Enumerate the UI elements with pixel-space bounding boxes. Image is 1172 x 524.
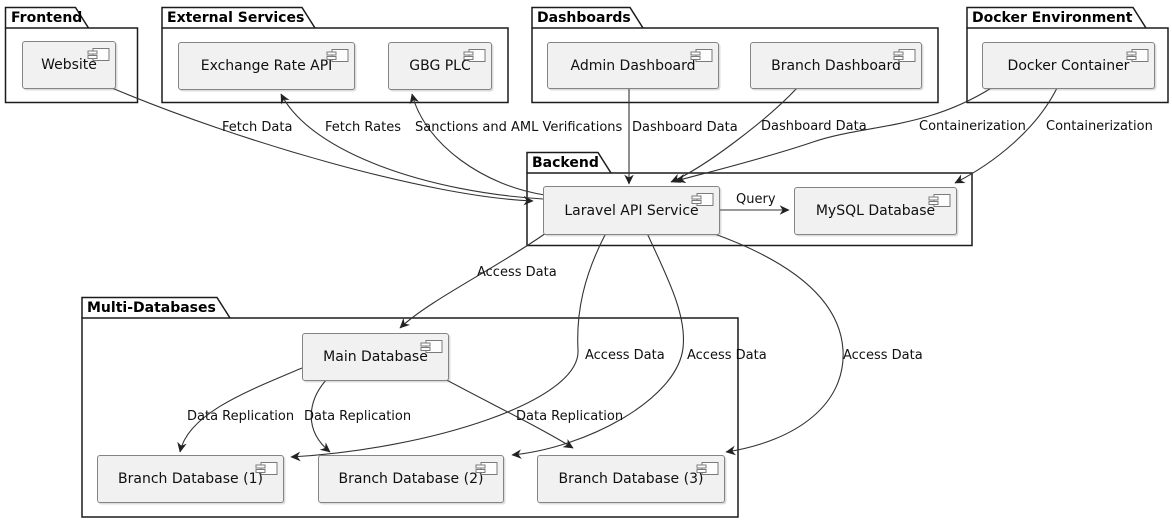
package-title-docker-environment: Docker Environment (972, 10, 1133, 26)
edge-label-data-replication-2: Data Replication (304, 409, 412, 424)
edge-docker-mysql (954, 87, 1058, 184)
edge-laravel-main-database (399, 232, 547, 329)
component-gbg-plc: GBG PLC (388, 42, 492, 90)
component-icon (691, 193, 714, 206)
component-branch-dashboard: Branch Dashboard (750, 42, 922, 89)
component-label: Branch Database (3) (558, 471, 704, 487)
package-title-backend: Backend (532, 155, 599, 171)
edge-laravel-gbg-plc (409, 93, 546, 196)
edge-label-access-data-2: Access Data (687, 348, 767, 363)
component-mysql-database: MySQL Database (794, 187, 957, 235)
component-label: Branch Database (2) (338, 471, 484, 487)
component-branch-database-3: Branch Database (3) (537, 455, 725, 503)
component-branch-database-1: Branch Database (1) (97, 455, 284, 503)
component-label: MySQL Database (815, 203, 936, 219)
component-icon (893, 49, 916, 62)
component-exchange-rate-api: Exchange Rate API (178, 42, 355, 90)
edge-laravel-branch-database-3 (711, 232, 844, 456)
edge-label-access-data-main: Access Data (477, 265, 557, 280)
component-admin-dashboard: Admin Dashboard (547, 42, 719, 89)
component-docker-container: Docker Container (982, 42, 1155, 89)
diagram-edges (111, 86, 1058, 462)
component-icon (696, 462, 719, 475)
component-icon (463, 49, 486, 62)
component-label: Laravel API Service (564, 202, 699, 219)
component-icon (1126, 49, 1149, 62)
component-label: Docker Container (1007, 57, 1130, 74)
package-title-external-services: External Services (167, 10, 305, 26)
component-label: Admin Dashboard (570, 57, 696, 74)
component-icon (928, 194, 951, 207)
edge-label-dashboard-data-branch: Dashboard Data (761, 119, 867, 134)
package-title-multi-databases: Multi-Databases (87, 300, 216, 316)
component-label: Main Database (323, 349, 428, 365)
component-main-database: Main Database (302, 333, 449, 381)
edge-label-containerization-2: Containerization (1046, 119, 1153, 134)
component-icon (475, 462, 498, 475)
package-title-frontend: Frontend (11, 10, 83, 26)
edge-laravel-exchange-rate-api (280, 93, 544, 200)
component-label: Branch Dashboard (771, 57, 901, 74)
edge-label-query: Query (736, 192, 776, 207)
edge-label-dashboard-data-admin: Dashboard Data (632, 120, 738, 135)
edge-label-fetch-rates: Fetch Rates (325, 120, 401, 135)
component-icon (255, 462, 278, 475)
component-label: Exchange Rate API (200, 58, 333, 74)
component-website: Website (22, 41, 116, 89)
edge-label-access-data-1: Access Data (585, 348, 665, 363)
edge-label-access-data-3: Access Data (843, 348, 923, 363)
component-laravel-api-service: Laravel API Service (543, 186, 720, 235)
component-icon (420, 340, 443, 353)
edge-label-data-replication-1: Data Replication (187, 409, 295, 424)
component-icon (326, 49, 349, 62)
edge-label-containerization-1: Containerization (919, 119, 1026, 134)
edge-label-fetch-data: Fetch Data (222, 120, 293, 135)
component-icon (87, 48, 110, 61)
component-label: GBG PLC (409, 58, 471, 74)
edge-branch-dashboard-laravel (670, 87, 798, 183)
component-label: Website (41, 57, 97, 73)
component-branch-database-2: Branch Database (2) (318, 455, 504, 503)
edge-website-laravel (111, 87, 534, 206)
package-title-dashboards: Dashboards (537, 10, 631, 26)
edge-label-sanctions-aml: Sanctions and AML Verifications (415, 120, 623, 135)
edge-label-data-replication-3: Data Replication (516, 409, 624, 424)
component-label: Branch Database (1) (118, 471, 263, 487)
component-icon (690, 49, 713, 62)
